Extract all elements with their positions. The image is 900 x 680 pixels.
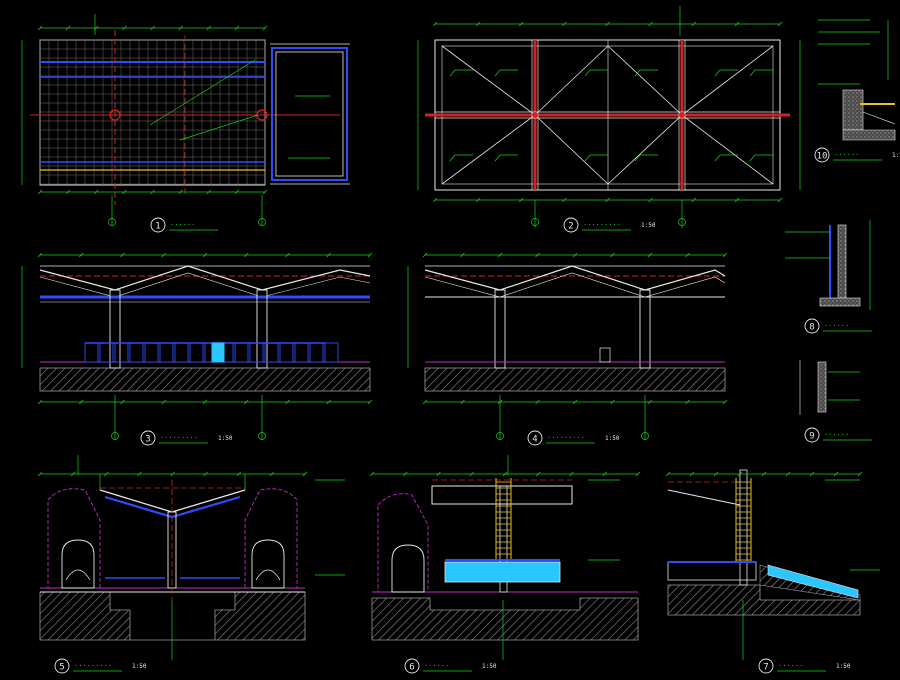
view-caption: ······ bbox=[824, 322, 849, 330]
view-number: 10 bbox=[817, 152, 828, 162]
view-caption: ······ bbox=[170, 221, 195, 229]
view-scale: 1:50 bbox=[836, 663, 851, 670]
view-number: 3 bbox=[145, 435, 150, 445]
view-scale: 1:50 bbox=[482, 663, 497, 670]
view-number-circle bbox=[54, 658, 70, 674]
view-scale: 1:20 bbox=[892, 152, 900, 159]
view-number-circle bbox=[404, 658, 420, 674]
view-number-circle bbox=[150, 217, 166, 233]
view-10-detail bbox=[818, 19, 896, 141]
view-10-caption: 10 ······ 1:20 bbox=[814, 147, 900, 163]
view-scale: 1:50 bbox=[605, 435, 620, 442]
view-6-caption: 6 ······ 1:50 bbox=[404, 658, 497, 674]
view-number: 4 bbox=[532, 435, 537, 445]
view-9-detail bbox=[799, 360, 860, 415]
view-caption: ······ bbox=[778, 662, 803, 670]
view-caption: ········· bbox=[547, 434, 585, 442]
view-5-section bbox=[39, 455, 345, 660]
view-caption: ········· bbox=[74, 662, 112, 670]
view-number: 5 bbox=[59, 663, 64, 673]
view-caption: ········· bbox=[583, 221, 621, 229]
view-number: 6 bbox=[409, 663, 414, 673]
view-number-circle bbox=[804, 318, 820, 334]
view-2-roof-plan bbox=[417, 6, 801, 228]
view-caption: ······ bbox=[834, 151, 859, 159]
view-7-caption: 7 ······ 1:50 bbox=[758, 658, 851, 674]
view-number: 9 bbox=[809, 432, 814, 442]
view-scale: 1:50 bbox=[132, 663, 147, 670]
view-6-section bbox=[371, 455, 639, 660]
view-number: 7 bbox=[763, 663, 768, 673]
view-caption: ······ bbox=[824, 431, 849, 439]
view-8-caption: 8 ······ bbox=[804, 318, 872, 334]
view-8-detail bbox=[785, 220, 871, 310]
view-number: 2 bbox=[568, 222, 573, 232]
view-number: 1 bbox=[155, 222, 160, 232]
view-4-elevation bbox=[407, 254, 726, 440]
view-caption: ······ bbox=[424, 662, 449, 670]
view-4-caption: 4 ········· 1:50 bbox=[527, 430, 620, 446]
view-number-circle bbox=[563, 217, 579, 233]
view-caption: ········· bbox=[160, 434, 198, 442]
view-number-circle bbox=[758, 658, 774, 674]
view-1-caption: 1 ······ bbox=[150, 217, 218, 233]
view-1-plan bbox=[21, 14, 350, 226]
view-3-elevation bbox=[21, 254, 371, 440]
view-number-circle bbox=[804, 427, 820, 443]
view-2-caption: 2 ········· 1:50 bbox=[563, 217, 656, 233]
view-scale: 1:50 bbox=[218, 435, 233, 442]
view-3-caption: 3 ········· 1:50 bbox=[140, 430, 233, 446]
view-7-section bbox=[667, 469, 880, 660]
view-5-caption: 5 ········· 1:50 bbox=[54, 658, 147, 674]
view-scale: 1:50 bbox=[641, 222, 656, 229]
view-number: 8 bbox=[809, 323, 814, 333]
view-number-circle bbox=[140, 430, 156, 446]
view-number-circle bbox=[814, 147, 830, 163]
view-9-caption: 9 ······ bbox=[804, 427, 872, 443]
view-number-circle bbox=[527, 430, 543, 446]
